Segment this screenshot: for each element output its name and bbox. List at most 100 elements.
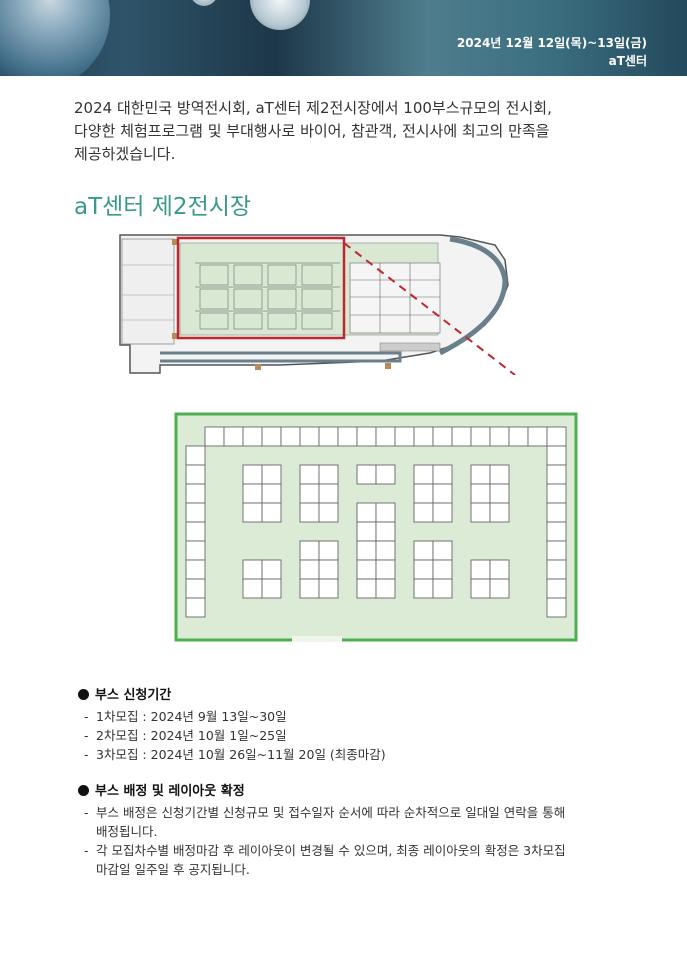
booth-right-column: [546, 464, 567, 485]
booth-island: [413, 464, 434, 485]
curved-wall: [438, 236, 508, 356]
booth-island: [318, 578, 339, 599]
booth-island: [432, 464, 453, 485]
virus-image: [190, 0, 218, 6]
booth-top-row: [204, 426, 225, 447]
bullet-icon: [78, 785, 89, 796]
booth-grid-mini: [195, 262, 340, 330]
booth-right-column: [546, 540, 567, 561]
booth-island: [413, 502, 434, 523]
facility-mark: [255, 364, 261, 370]
booth-island: [242, 502, 263, 523]
booth-island: [489, 483, 510, 504]
list-item-continued: 배정됩니다.: [96, 824, 158, 839]
booth-grid: [185, 426, 567, 618]
booth-island: [432, 483, 453, 504]
intro-line: 2024 대한민국 방역전시회, aT센터 제2전시장에서 100부스규모의 전…: [74, 99, 552, 117]
booth-island: [299, 464, 320, 485]
booth-layout-enlarged: [174, 412, 578, 642]
booth-top-row: [356, 426, 377, 447]
bottom-corridor: [379, 342, 441, 352]
booth-island: [470, 502, 491, 523]
booth-island: [413, 483, 434, 504]
header-banner: 2024년 12월 12일(목)~13일(금) aT센터: [0, 0, 687, 76]
booth-island: [413, 559, 434, 580]
booth-island: [318, 540, 339, 561]
list-item: -3차모집 : 2024년 10월 26일~11월 20일 (최종마감): [84, 747, 386, 762]
highlight-box: [176, 236, 346, 340]
booth-left-column: [185, 597, 206, 618]
booth-island: [299, 578, 320, 599]
application-section: 부스 신청기간 -1차모집 : 2024년 9월 13일~30일 -2차모집 :…: [78, 684, 638, 764]
booth-island: [299, 502, 320, 523]
booth-top-row: [223, 426, 244, 447]
booth-island: [470, 578, 491, 599]
booth-right-column: [546, 597, 567, 618]
booth-island: [470, 464, 491, 485]
booth-island: [242, 483, 263, 504]
booth-right-column: [546, 483, 567, 504]
booth-island: [261, 559, 282, 580]
booth-island: [242, 559, 263, 580]
booth-island: [375, 521, 396, 542]
booth-top-row: [318, 426, 339, 447]
booth-island: [489, 502, 510, 523]
intro-line: 다양한 체험프로그램 및 부대행사로 바이어, 참관객, 전시사에 최고의 만족…: [74, 122, 550, 140]
list-item: -1차모집 : 2024년 9월 13일~30일: [84, 709, 287, 724]
booth-top-row: [280, 426, 301, 447]
booth-top-row: [394, 426, 415, 447]
booth-island: [356, 540, 377, 561]
booth-top-row: [508, 426, 529, 447]
booth-island: [261, 502, 282, 523]
booth-left-column: [185, 464, 206, 485]
booth-island: [318, 502, 339, 523]
booth-island: [489, 464, 510, 485]
assignment-heading: 부스 배정 및 레이아웃 확정: [78, 780, 638, 799]
booth-island: [470, 483, 491, 504]
event-venue: aT센터: [608, 54, 647, 68]
booth-left-column: [185, 502, 206, 523]
facility-mark: [172, 333, 178, 339]
booth-left-column: [185, 540, 206, 561]
booth-island: [375, 464, 396, 485]
booth-top-row: [299, 426, 320, 447]
left-rooms: [121, 238, 175, 345]
booth-left-column: [185, 483, 206, 504]
booth-island: [432, 559, 453, 580]
booth-island: [356, 464, 377, 485]
list-item: -각 모집차수별 배정마감 후 레이아웃이 변경될 수 있으며, 최종 레이아웃…: [84, 843, 566, 858]
booth-island: [356, 521, 377, 542]
booth-island: [261, 483, 282, 504]
booth-island: [375, 559, 396, 580]
booth-island: [432, 540, 453, 561]
booth-top-row: [527, 426, 548, 447]
booth-island: [318, 559, 339, 580]
booth-island: [432, 578, 453, 599]
booth-top-row: [546, 426, 567, 447]
booth-island: [470, 559, 491, 580]
right-hall-grid: [349, 262, 441, 334]
booth-top-row: [470, 426, 491, 447]
booth-top-row: [432, 426, 453, 447]
booth-island: [242, 578, 263, 599]
booth-island: [489, 578, 510, 599]
facility-mark: [172, 239, 178, 245]
booth-island: [299, 483, 320, 504]
booth-island: [299, 540, 320, 561]
booth-island: [356, 502, 377, 523]
floor-plan-overview: [119, 234, 516, 375]
list-item-continued: 마감일 일주일 후 공지됩니다.: [96, 862, 250, 877]
list-item: -2차모집 : 2024년 10월 1일~25일: [84, 728, 287, 743]
booth-left-column: [185, 559, 206, 580]
booth-island: [432, 502, 453, 523]
entrance-gap: [292, 636, 342, 642]
booth-island: [375, 540, 396, 561]
booth-island: [375, 578, 396, 599]
booth-top-row: [451, 426, 472, 447]
booth-island: [356, 559, 377, 580]
intro-line: 제공하겠습니다.: [74, 145, 176, 163]
bullet-icon: [78, 689, 89, 700]
booth-island: [413, 578, 434, 599]
booth-island: [261, 464, 282, 485]
booth-top-row: [242, 426, 263, 447]
